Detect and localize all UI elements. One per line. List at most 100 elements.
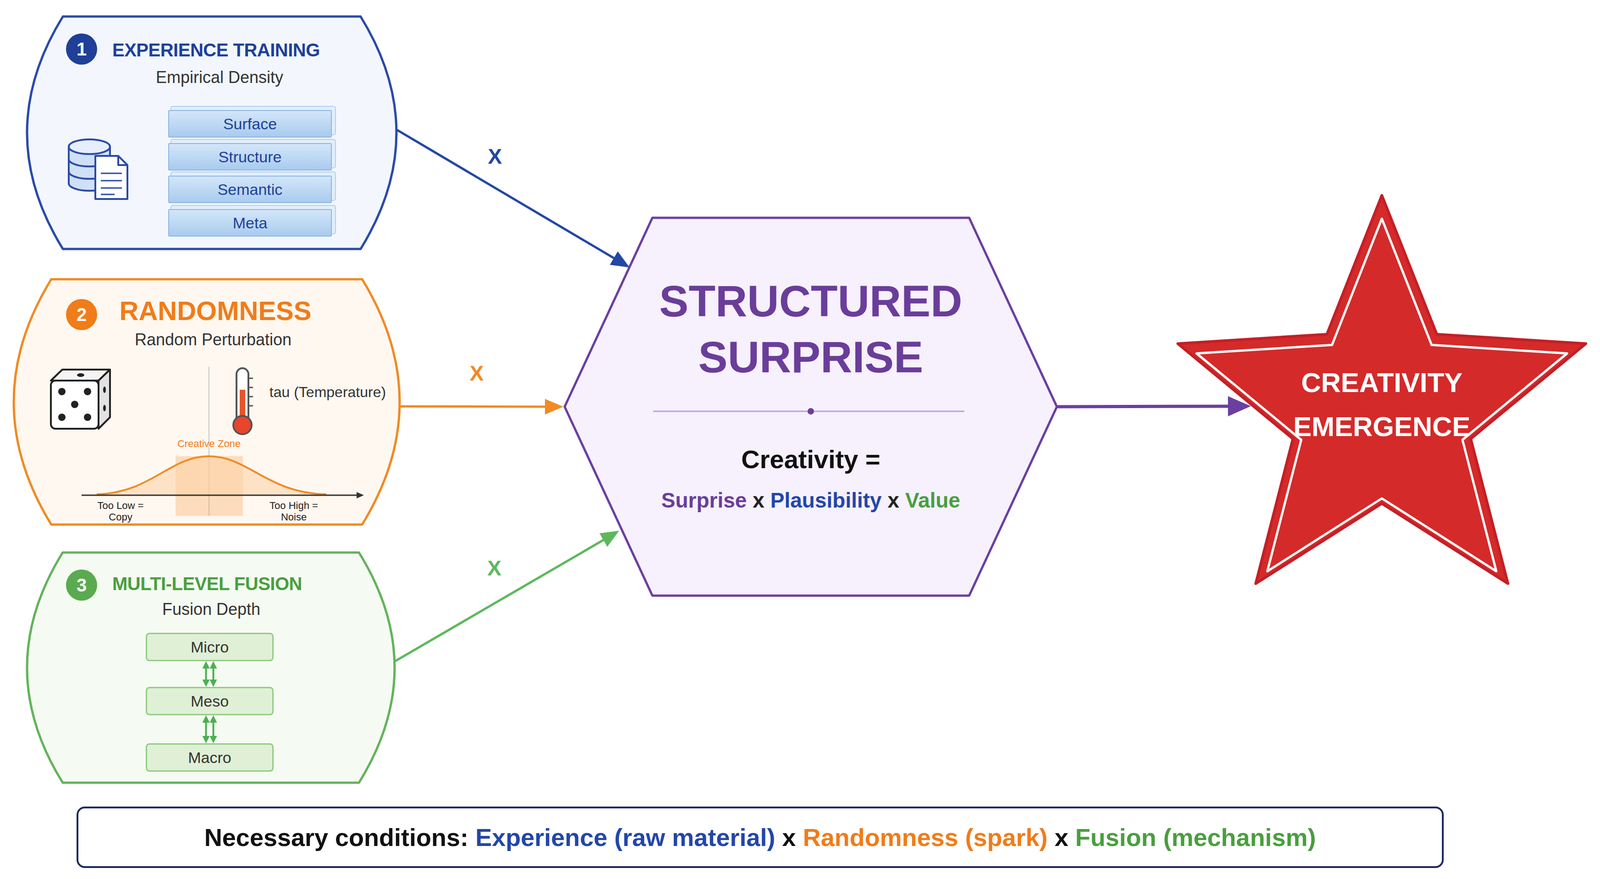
connector-line: [1058, 406, 1233, 407]
level-box: Macro: [145, 742, 274, 772]
center-guide-line: [208, 366, 210, 516]
formula-term: Plausibility: [770, 487, 882, 513]
formula-term: Necessary conditions:: [204, 822, 469, 852]
connector-line: [397, 130, 617, 260]
layer-box: Semantic: [168, 175, 332, 204]
bell-curve: [96, 456, 327, 495]
arrow-head: [209, 660, 218, 669]
database-bands: [68, 159, 110, 179]
connector-line: [395, 538, 607, 661]
document-fold: [118, 155, 128, 165]
thermometer-mercury: [239, 389, 246, 426]
database-top: [68, 139, 110, 154]
node-text: Semantic: [217, 180, 283, 199]
database-cylinder: [68, 146, 110, 191]
dice-pip: [71, 400, 79, 408]
node-text: RANDOMNESS: [77, 294, 353, 327]
curve-area: [96, 456, 327, 495]
dice-pip: [103, 386, 106, 393]
connector: [1058, 395, 1251, 417]
panel-outline: [27, 16, 397, 249]
fusion-panel: MULTI-LEVEL FUSION Fusion DepthMicroMesoM…: [25, 550, 396, 784]
arrow-head: [544, 398, 564, 415]
randomness-panel: RANDOMNESSRandom Perturbation: [12, 277, 402, 526]
formula-term: Fusion (mechanism): [1075, 822, 1316, 852]
formula-term: Value: [905, 487, 961, 513]
creativity-star: CREATIVITY EMERGENCE: [1173, 190, 1591, 592]
connector: [202, 660, 218, 687]
formula-term: x: [1054, 822, 1069, 852]
arrow-head: [209, 735, 218, 743]
node-text: EXPERIENCE TRAINING: [112, 38, 379, 61]
formula-term: x: [887, 487, 900, 513]
arrow-head: [610, 251, 630, 268]
thermometer-icon: [233, 368, 253, 435]
node-text: Surface: [223, 114, 277, 134]
formula-term: Surprise: [661, 487, 748, 513]
level-box: Meso: [145, 686, 274, 715]
dice-side-face: [98, 369, 110, 429]
node-text: Random Perturbation: [75, 329, 351, 350]
formula-term: x: [782, 822, 797, 852]
node-text: Structure: [218, 147, 282, 167]
dice-pip: [83, 413, 92, 421]
node-text: Meso: [190, 691, 229, 711]
arrow-head: [202, 679, 210, 687]
thermometer-bulb: [233, 415, 252, 435]
formula-term: Experience (raw material): [475, 822, 776, 852]
panel-outline: [13, 279, 400, 525]
curve-axis: [81, 494, 359, 496]
edge-label: X: [469, 360, 484, 386]
document-icon: [95, 155, 128, 199]
temperature-curve: [81, 456, 364, 516]
dice-top-face: [50, 369, 110, 381]
arrow-head: [209, 714, 218, 723]
divider-dot: [807, 407, 814, 415]
text-row: SurprisexPlausibilityxValue: [581, 485, 1040, 515]
layer-box: Meta: [168, 208, 332, 237]
connector-line: [205, 720, 208, 737]
arrow-head: [202, 714, 210, 723]
node-text: MULTI-LEVEL FUSION: [112, 572, 379, 595]
thermometer-tube: [236, 368, 249, 424]
connector-line: [205, 666, 208, 681]
hexagon-outline: [564, 217, 1057, 596]
dice-pip: [83, 387, 92, 396]
formula-term: x: [752, 487, 765, 513]
experience-panel: EXPERIENCE TRAINING Empirical DensitySurf…: [25, 15, 398, 251]
connector-line: [212, 666, 215, 681]
layer-box: Surface: [168, 109, 332, 138]
node-text: Meta: [232, 213, 268, 233]
dice-pip: [58, 413, 66, 421]
connector: [202, 714, 218, 743]
database-icon: [68, 139, 128, 199]
formula-term: Randomness (spark): [802, 822, 1048, 852]
dice-pip: [103, 404, 106, 412]
connector: [395, 530, 620, 661]
node-text: Fusion Depth: [73, 599, 349, 619]
dice-pip: [76, 373, 85, 377]
node-text: Empirical Density: [82, 67, 358, 88]
arrow-head: [599, 530, 620, 547]
arrow-head: [202, 660, 210, 669]
dice-pip: [58, 387, 66, 396]
structured-surprise-hexagon-outline: [563, 216, 1059, 597]
node-text: Creativity =: [604, 443, 1018, 475]
dice-front-face: [50, 380, 99, 429]
level-box: Micro: [145, 632, 274, 661]
dice-icon: [50, 369, 110, 429]
document-lines: [100, 173, 122, 195]
node-text: STRUCTURED SURPRISE: [604, 273, 1018, 385]
edge-label: X: [487, 555, 502, 581]
node-text: CREATIVITY EMERGENCE: [1264, 360, 1499, 449]
thermometer-ticks: [248, 378, 253, 406]
connector-line: [212, 720, 215, 737]
arrow-head: [1227, 395, 1251, 417]
arrow-head: [209, 679, 218, 687]
layer-box: Structure: [168, 142, 332, 171]
arrow-head: [202, 735, 210, 743]
conditions-bar: Necessary conditions:Experience (raw mat…: [76, 806, 1444, 868]
node-text: Micro: [190, 637, 229, 657]
